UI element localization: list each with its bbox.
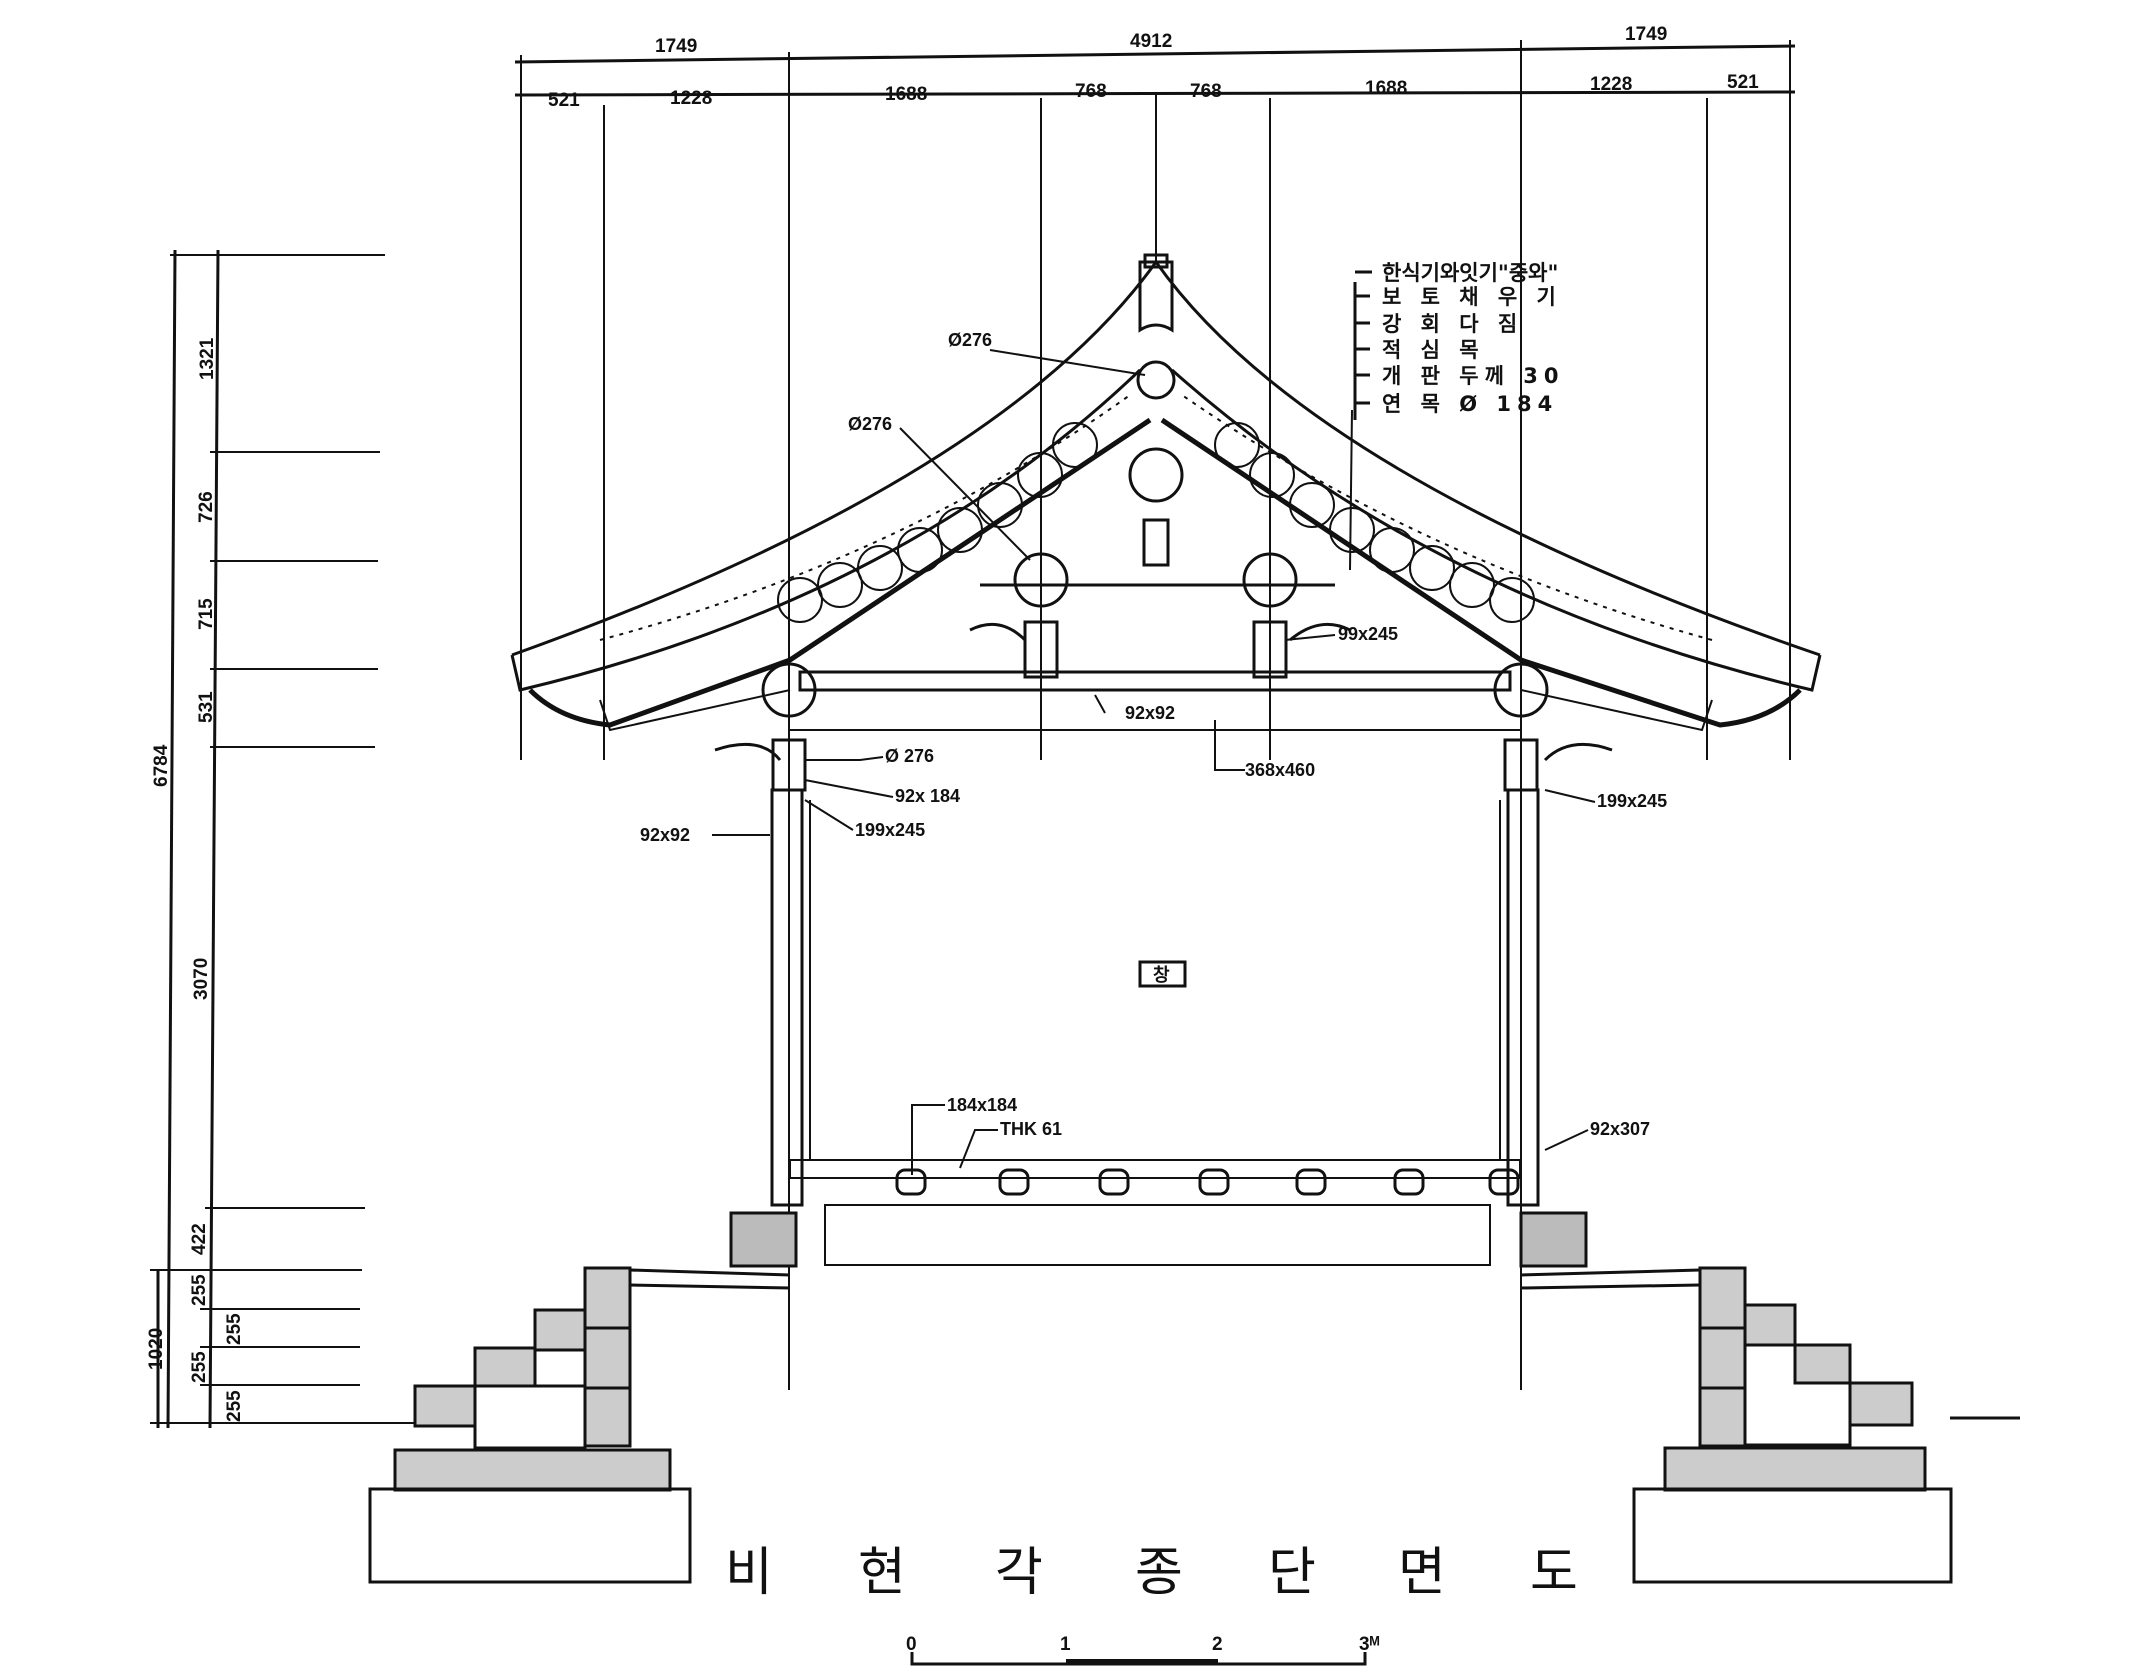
dim-1020: 1020 <box>146 1328 167 1370</box>
material-notes: 한식기와잇기"중와" 보 토 채 우 기 강 회 다 짐 적 심 목 개 판 두… <box>1349 261 1564 571</box>
title-char: 비 <box>725 1543 773 1603</box>
dim-255-c: 255 <box>224 1313 245 1345</box>
left-dimensions <box>150 249 420 1429</box>
scale-tick-2: 2 <box>1212 1634 1223 1655</box>
left-dimension-labels: 1321 726 715 531 3070 422 255 255 255 67… <box>146 337 245 1422</box>
frame <box>714 360 1613 1268</box>
dim-3070: 3070 <box>191 958 212 1000</box>
drawing-title: 비 현 각 종 단 면 도 <box>725 1543 1578 1603</box>
dim-255-a: 255 <box>189 1274 210 1306</box>
note-soil-fill: 보 토 채 우 기 <box>1382 285 1562 309</box>
label-column-plate: 92x 184 <box>895 786 960 806</box>
dim-1321: 1321 <box>197 337 218 380</box>
note-roof-tile: 한식기와잇기"중와" <box>1382 261 1558 285</box>
dim-1749-left: 1749 <box>655 36 697 57</box>
title-char: 종 <box>1135 1543 1183 1603</box>
title-char: 현 <box>858 1543 906 1603</box>
dim-768-left: 768 <box>1075 81 1107 102</box>
dim-6784: 6784 <box>151 744 172 787</box>
dim-715: 715 <box>196 598 217 630</box>
dim-521-left: 521 <box>548 90 580 111</box>
label-column-beam-right: 199x245 <box>1597 791 1667 811</box>
label-sill: 92x307 <box>1590 1119 1650 1139</box>
label-left-member: 92x92 <box>640 825 690 845</box>
dim-768-right: 768 <box>1190 81 1222 102</box>
dim-4912: 4912 <box>1130 31 1172 52</box>
label-floor-joist: 184x184 <box>947 1095 1017 1115</box>
scale-tick-3: 3ᴹ <box>1359 1634 1380 1655</box>
dim-726: 726 <box>196 491 217 523</box>
dim-1688-left: 1688 <box>885 84 927 105</box>
dim-1228-left: 1228 <box>670 88 712 109</box>
label-room: 창 <box>1153 965 1170 985</box>
title-char: 각 <box>995 1543 1043 1603</box>
scale-bar: 0 1 2 3ᴹ <box>906 1634 1380 1666</box>
title-char: 도 <box>1530 1543 1578 1603</box>
member-labels: Ø276 Ø276 99x245 92x92 368x460 Ø 276 92x… <box>640 330 1667 1175</box>
label-column-beam-left: 199x245 <box>855 820 925 840</box>
note-lime-tamping: 강 회 다 짐 <box>1382 312 1523 336</box>
dim-255-d: 255 <box>224 1390 245 1422</box>
label-ridge-purlin: Ø276 <box>948 330 992 350</box>
dim-1228-right: 1228 <box>1590 74 1632 95</box>
scale-tick-1: 1 <box>1060 1634 1071 1655</box>
note-filler-wood: 적 심 목 <box>1382 338 1485 362</box>
dim-531: 531 <box>196 691 217 723</box>
label-king-post-beam: 99x245 <box>1338 624 1398 644</box>
stone-foundation <box>368 1266 2020 1584</box>
label-main-beam: 368x460 <box>1245 760 1315 780</box>
roof <box>510 253 1822 732</box>
dim-422: 422 <box>189 1223 210 1255</box>
dim-255-b: 255 <box>189 1351 210 1383</box>
label-column-purlin: Ø 276 <box>885 746 934 766</box>
roof-tiles <box>777 422 1535 623</box>
label-ceiling-joist: 92x92 <box>1125 703 1175 723</box>
dim-521-right: 521 <box>1727 72 1759 93</box>
title-char: 면 <box>1398 1543 1446 1603</box>
note-rafter: 연 목 Ø 184 <box>1382 392 1558 416</box>
note-board-thickness: 개 판 두께 30 <box>1382 364 1564 388</box>
label-floor-board: THK 61 <box>1000 1119 1062 1139</box>
scale-tick-0: 0 <box>906 1634 917 1655</box>
title-char: 단 <box>1268 1543 1316 1603</box>
dim-1688-right: 1688 <box>1365 78 1407 99</box>
label-mid-purlin: Ø276 <box>848 414 892 434</box>
dim-1749-right: 1749 <box>1625 24 1667 45</box>
